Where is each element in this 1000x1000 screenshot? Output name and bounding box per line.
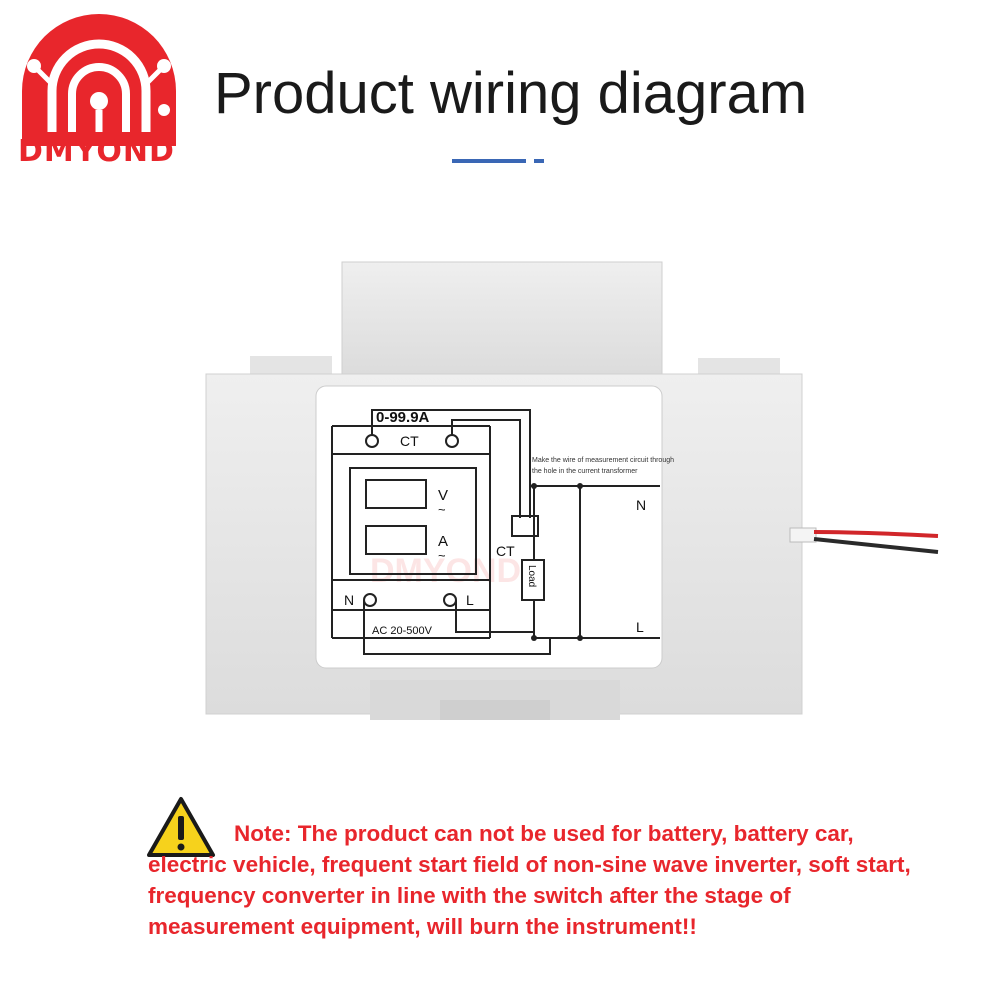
warning-note: Note: The product can not be used for ba… bbox=[148, 821, 911, 939]
range-label: 0-99.9A bbox=[376, 409, 430, 426]
page-title: Product wiring diagram bbox=[214, 61, 808, 126]
ct-side-label: CT bbox=[496, 543, 515, 559]
warning-triangle-icon bbox=[147, 797, 215, 857]
instruction-line-2: the hole in the current transformer bbox=[532, 468, 638, 475]
load-label: Load bbox=[526, 565, 537, 587]
title-underline-dot bbox=[534, 159, 544, 163]
voltage-symbol: V bbox=[438, 487, 448, 504]
din-rail-meter-device: DMYOND 0 bbox=[205, 261, 939, 720]
current-tilde: ~ bbox=[438, 548, 446, 563]
title-underline bbox=[452, 159, 526, 163]
supply-voltage-label: AC 20-500V bbox=[372, 625, 433, 637]
brand-name: DMYOND bbox=[18, 134, 175, 169]
watermark-text: DMYOND bbox=[370, 552, 521, 590]
instruction-line-1: Make the wire of measurement circuit thr… bbox=[532, 457, 674, 464]
ct-terminal-label: CT bbox=[400, 433, 419, 449]
neutral-line-label: N bbox=[636, 497, 646, 513]
brand-logo-icon bbox=[22, 14, 176, 146]
n-terminal-label: N bbox=[344, 592, 354, 608]
l-terminal-label: L bbox=[466, 592, 474, 608]
current-symbol: A bbox=[438, 533, 448, 550]
voltage-tilde: ~ bbox=[438, 502, 446, 517]
live-line-label: L bbox=[636, 619, 644, 635]
